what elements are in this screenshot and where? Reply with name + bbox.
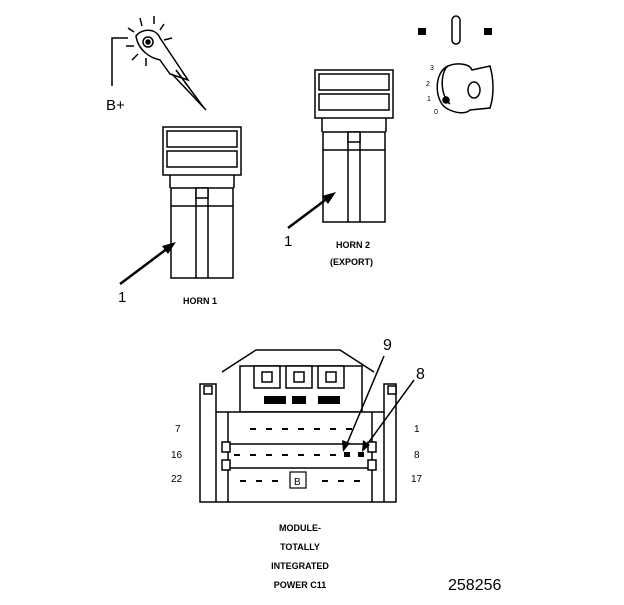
caption-line4: POWER C11 bbox=[274, 580, 327, 590]
ignition-pos-2: 2 bbox=[426, 81, 430, 88]
pin-row-bottom bbox=[240, 480, 360, 482]
row-label-left-16: 16 bbox=[171, 450, 183, 461]
pin-row-top bbox=[250, 428, 352, 430]
row-label-left-7: 7 bbox=[175, 424, 181, 435]
horn1-connector bbox=[162, 126, 242, 279]
horn-switch-symbol bbox=[111, 16, 207, 111]
horn2-label-line1: HORN 2 bbox=[336, 240, 370, 250]
callout-9: 9 bbox=[383, 337, 392, 354]
ignition-pos-0: 0 bbox=[434, 109, 438, 116]
horn1-arrow bbox=[119, 242, 176, 285]
connector-key-letter: B bbox=[294, 477, 301, 488]
horn2-label-line2: (EXPORT) bbox=[330, 257, 373, 267]
pin-row-middle bbox=[234, 452, 364, 457]
horn1-callout: 1 bbox=[118, 289, 126, 306]
caption-line2: TOTALLY bbox=[280, 542, 320, 552]
figure-number: 258256 bbox=[448, 577, 501, 594]
callout-8: 8 bbox=[416, 366, 425, 383]
horn2-arrow bbox=[287, 192, 336, 229]
connector-key bbox=[289, 471, 307, 489]
caption-line1: MODULE- bbox=[279, 523, 321, 533]
horn2-connector bbox=[314, 69, 394, 223]
ignition-key-symbol bbox=[418, 15, 494, 114]
battery-label: B+ bbox=[106, 97, 125, 114]
module-connector bbox=[199, 349, 397, 503]
callout-line-9 bbox=[342, 355, 385, 452]
row-label-left-22: 22 bbox=[171, 474, 183, 485]
ignition-pos-3: 3 bbox=[430, 65, 434, 72]
row-label-right-1: 1 bbox=[414, 424, 420, 435]
row-label-right-17: 17 bbox=[411, 474, 423, 485]
row-label-right-8: 8 bbox=[414, 450, 420, 461]
ignition-pos-1: 1 bbox=[427, 96, 431, 103]
horn2-callout: 1 bbox=[284, 233, 292, 250]
callout-line-8 bbox=[362, 379, 415, 452]
caption-line3: INTEGRATED bbox=[271, 561, 329, 571]
horn1-label: HORN 1 bbox=[183, 296, 217, 306]
